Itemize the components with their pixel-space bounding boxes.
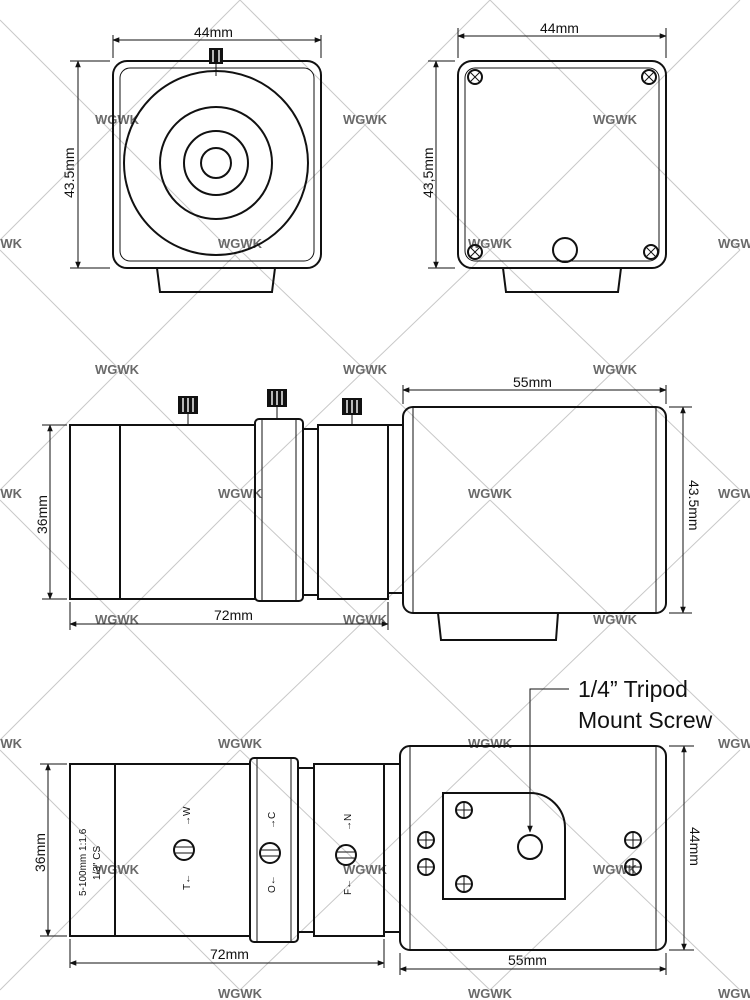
bottom-lens-length-label: 72mm [210,946,249,962]
watermark-text: WGWK [468,986,513,1000]
zoom-wide-label: →W [182,806,193,826]
knob-icon [178,396,198,425]
screw-icon [624,858,642,876]
screw-icon [417,831,435,849]
iris-open-label: O← [267,875,278,893]
watermark-text: WGWK [95,862,140,877]
zoom-tele-label: T← [182,874,193,890]
watermark-text: WGWK [718,486,750,501]
watermark-text: WGWK [0,486,23,501]
front-width-label: 44mm [194,24,233,40]
bottom-body-width-label: 44mm [687,827,703,866]
screw-icon [417,858,435,876]
watermark-text: WGWK [218,486,263,501]
side-lens-diameter-label: 36mm [34,495,50,534]
front-height-label: 43.5mm [61,147,77,198]
bottom-lens-diameter-label: 36mm [32,833,48,872]
watermark-text: WGWK [468,736,513,751]
tripod-callout-line2: Mount Screw [578,707,713,733]
watermark-text: WGWK [95,362,140,377]
screw-icon [467,244,483,260]
watermark-text: WGWK [343,862,388,877]
iris-close-label: →C [267,812,278,829]
watermark-text: WGWK [0,736,23,751]
bottom-view: 5-100mm 1:1.6 1/3" CS T← →W O← →C F← →N … [32,676,713,975]
bottom-body-length-label: 55mm [508,952,547,968]
focus-screw-icon [335,844,357,866]
back-height-label: 43,5mm [420,147,436,198]
focus-far-label: F← [343,879,354,895]
knob-icon [267,389,287,419]
watermark-text: WGWK [343,112,388,127]
watermark-text: WGWK [718,986,750,1000]
front-view: 44mm 43.5mm [61,24,322,293]
tripod-callout-line1: 1/4” Tripod [578,676,688,702]
screw-icon [455,801,473,819]
zoom-screw-icon [173,839,195,861]
watermark-lines [0,0,741,991]
watermark-text: WGWK [468,236,513,251]
back-view: 44mm 43,5mm [420,20,667,293]
screw-icon [467,69,483,85]
watermark-text: WGWK [218,986,263,1000]
side-view: 55mm 43.5mm 36mm 72mm [34,374,702,641]
lens-spec-text: 5-100mm 1:1.6 [78,828,89,896]
watermark-text: WGWK [218,236,263,251]
screw-icon [455,875,473,893]
side-lens-length-label: 72mm [214,607,253,623]
back-width-label: 44mm [540,20,579,36]
watermark-text: WGWK [343,362,388,377]
lens-format-text: 1/3" CS [92,846,103,880]
focus-near-label: →N [343,814,354,831]
watermark-text: WGWK [718,736,750,751]
screw-icon [643,244,659,260]
watermark-text: WGWK [218,736,263,751]
watermark-text: WGWK [95,112,140,127]
watermark-text: WGWK [593,362,638,377]
knob-icon [342,398,362,425]
watermark-text: WGWK [593,862,638,877]
watermark-text: WGWK [343,612,388,627]
watermark-text: WGWK [468,486,513,501]
watermark-text: WGWK [593,612,638,627]
screw-icon [641,69,657,85]
iris-screw-icon [259,842,281,864]
watermark-text: WGWK [0,236,23,251]
watermark-text: WGWK [718,236,750,251]
side-body-height-label: 43.5mm [686,480,702,531]
watermark-text: WGWK [593,112,638,127]
watermark-text: WGWK [95,612,140,627]
side-body-length-label: 55mm [513,374,552,390]
screw-icon [624,831,642,849]
